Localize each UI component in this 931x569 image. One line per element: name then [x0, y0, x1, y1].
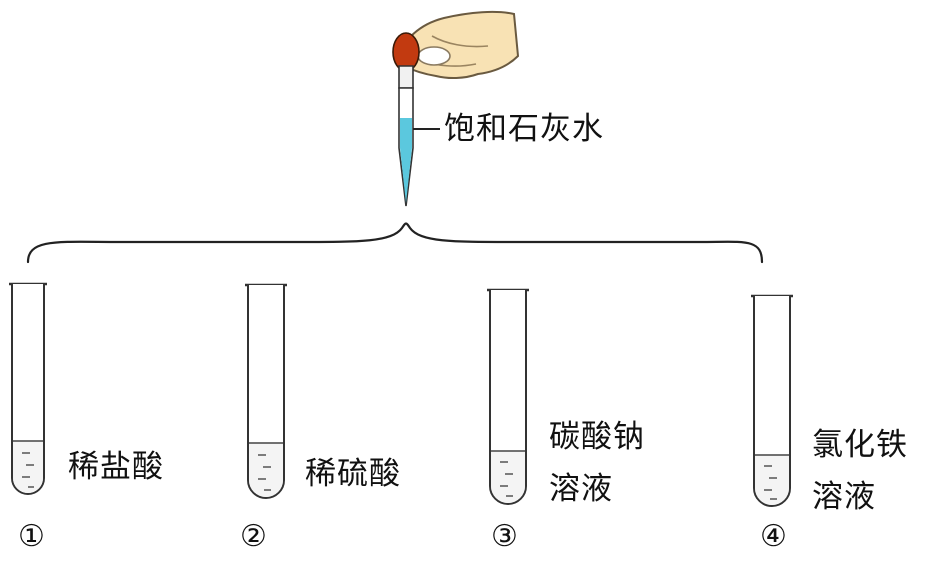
tube-liquid	[249, 443, 283, 497]
test-tube-2	[245, 283, 287, 499]
curly-brace	[26, 222, 764, 264]
tube-2-label: 稀硫酸	[305, 456, 401, 492]
dropper-neck	[398, 65, 414, 89]
test-tube-3	[487, 288, 529, 505]
tube-2-number: ②	[240, 519, 267, 554]
tube-4-label-line-2: 溶液	[812, 479, 876, 515]
tube-liquid	[755, 455, 789, 505]
dropper-liquid	[400, 118, 412, 203]
tube-4-label-line-1: 氯化铁	[812, 427, 908, 463]
dropper-label: 饱和石灰水	[444, 111, 604, 147]
tube-3-number: ③	[491, 519, 518, 554]
tube-liquid	[13, 441, 43, 493]
tube-1-label: 稀盐酸	[68, 449, 164, 485]
tube-body	[753, 296, 791, 507]
tube-liquid	[491, 451, 525, 503]
dropper	[392, 32, 440, 207]
test-tube-1	[9, 282, 47, 495]
thumbnail	[417, 46, 451, 66]
tube-1-number: ①	[18, 519, 45, 554]
tube-4-number: ④	[760, 519, 787, 554]
test-tube-4	[751, 294, 793, 507]
tube-3-label-line-2: 溶液	[549, 471, 613, 507]
tube-3-label-line-1: 碳酸钠	[549, 419, 645, 455]
hand-illustration	[396, 10, 520, 80]
